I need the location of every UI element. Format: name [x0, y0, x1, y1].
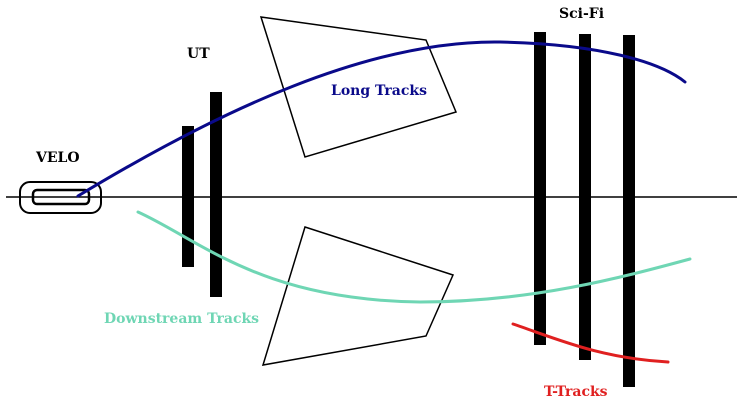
- long-track-curve: [76, 40, 687, 198]
- long-tracks-label: Long Tracks: [331, 83, 427, 99]
- scifi-station-3: [623, 35, 635, 387]
- scifi-station-1: [534, 32, 546, 345]
- scifi-label: Sci-Fi: [559, 6, 604, 22]
- scifi-station-2: [579, 34, 591, 360]
- t-tracks-label: T-Tracks: [544, 384, 608, 400]
- ut-label: UT: [187, 46, 210, 62]
- velo-label: VELO: [35, 150, 80, 166]
- downstream-tracks-label: Downstream Tracks: [104, 311, 259, 327]
- velo-detector-outer: [19, 181, 102, 214]
- ut-station-2: [210, 92, 222, 297]
- magnet-upper: [259, 16, 458, 158]
- t-track-curve: [511, 322, 670, 364]
- downstream-track-curve: [136, 210, 692, 304]
- velo-detector-inner: [31, 188, 91, 206]
- magnet-lower: [261, 226, 455, 366]
- ut-station-1: [182, 126, 194, 267]
